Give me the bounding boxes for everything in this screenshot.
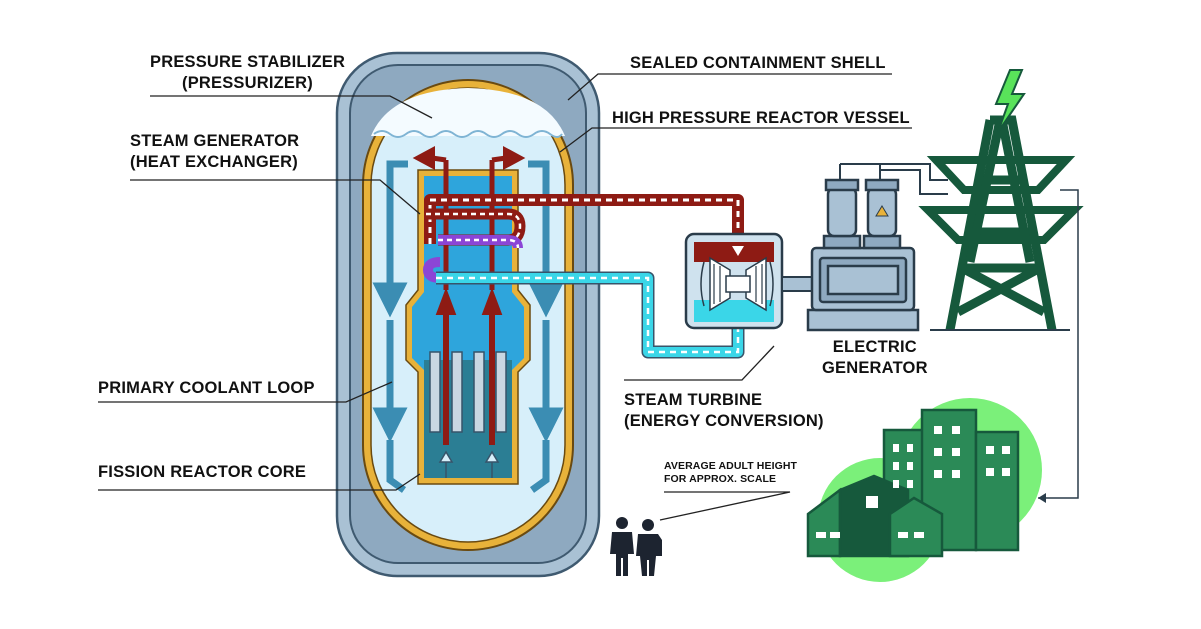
power-line xyxy=(1038,189,1079,499)
lightning-bolt-icon xyxy=(994,69,1026,133)
label-reactor-vessel: HIGH PRESSURE REACTOR VESSEL xyxy=(612,109,910,127)
label-containment-shell: SEALED CONTAINMENT SHELL xyxy=(630,54,886,72)
steam-turbine xyxy=(684,232,784,330)
transmission-tower xyxy=(918,115,1084,331)
steam-generator-tubes xyxy=(422,208,526,283)
core-inlet-arrows xyxy=(438,450,500,478)
electric-generator xyxy=(806,163,948,332)
hot-leg-risers xyxy=(412,145,526,445)
label-steam-generator: STEAM GENERATOR (HEAT EXCHANGER) xyxy=(130,132,300,171)
steam-line xyxy=(424,194,744,246)
lower-plenum-loops xyxy=(386,440,550,493)
label-electric-generator: ELECTRIC GENERATOR xyxy=(822,338,928,377)
label-pressurizer: PRESSURE STABILIZER (PRESSURIZER) xyxy=(150,53,346,92)
label-scale-note: AVERAGE ADULT HEIGHT FOR APPROX. SCALE xyxy=(664,460,798,485)
turbine-shaft xyxy=(781,276,813,292)
leader-lines xyxy=(98,73,912,521)
label-primary-coolant-loop: PRIMARY COOLANT LOOP xyxy=(98,379,315,397)
primary-coolant-arrows xyxy=(372,160,564,443)
city xyxy=(806,398,1042,582)
label-steam-turbine: STEAM TURBINE (ENERGY CONVERSION) xyxy=(624,391,824,430)
warning-icon xyxy=(875,205,889,217)
person-icon xyxy=(610,517,662,576)
fuel-rods xyxy=(429,351,507,433)
label-fission-core: FISSION REACTOR CORE xyxy=(98,463,307,481)
feedwater-line xyxy=(436,271,745,359)
